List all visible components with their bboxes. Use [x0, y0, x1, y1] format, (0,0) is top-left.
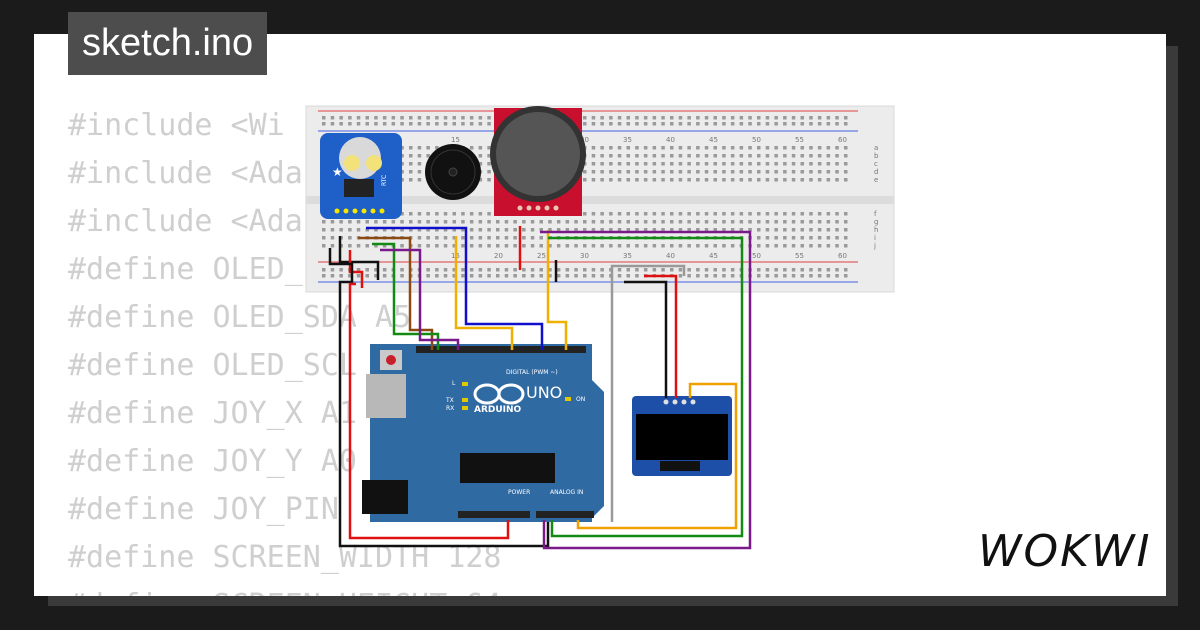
- breadboard-column-label: 25: [537, 252, 546, 260]
- rtc-label: RTC: [381, 175, 388, 186]
- breadboard-column-label: 50: [752, 252, 761, 260]
- breadboard-column-label: 15: [451, 136, 460, 144]
- digital-label: DIGITAL (PWM ~): [506, 369, 558, 376]
- breadboard-column-label: 40: [666, 136, 675, 144]
- breadboard-column-label: 20: [494, 252, 503, 260]
- breadboard-column-label: 60: [838, 136, 847, 144]
- power-label: POWER: [508, 489, 530, 496]
- breadboard-row-label: c: [874, 160, 878, 168]
- breadboard-row-label: d: [874, 168, 878, 176]
- breadboard-column-label: 30: [580, 136, 589, 144]
- breadboard-row-label: b: [874, 152, 879, 160]
- breadboard-column-label: 55: [795, 136, 804, 144]
- breadboard-column-label: 45: [709, 136, 718, 144]
- breadboard-column-label: 50: [752, 136, 761, 144]
- code-line: #define JOY_PIN: [68, 492, 339, 527]
- tx-led-label: TX: [445, 397, 454, 404]
- code-line: #define JOY_Y A0: [68, 444, 357, 479]
- l-led-label: L: [452, 380, 456, 387]
- rtc-module[interactable]: ★ RTC: [320, 133, 402, 219]
- svg-text:★: ★: [332, 165, 343, 179]
- code-background: #include <Wi #include <Ada #include <Ada…: [68, 102, 501, 596]
- on-led-label: ON: [576, 396, 585, 403]
- wires: [328, 226, 752, 550]
- breadboard-column-label: 35: [623, 136, 632, 144]
- code-line: #define OLED_: [68, 252, 303, 287]
- joystick-module[interactable]: [490, 106, 586, 216]
- breadboard-row-label: g: [874, 218, 878, 226]
- breadboard-column-label: 55: [795, 252, 804, 260]
- breadboard-column-label: 35: [623, 252, 632, 260]
- analog-label: ANALOG IN: [550, 489, 583, 496]
- arduino-brand: ARDUINO: [474, 405, 522, 415]
- code-line: #define SCREEN_WIDTH 128: [68, 540, 502, 575]
- breadboard-column-label: 40: [666, 252, 675, 260]
- oled-display[interactable]: [632, 396, 732, 476]
- sketch-filename-tab[interactable]: sketch.ino: [68, 12, 268, 75]
- arduino-model: UNO: [526, 383, 562, 402]
- code-line: #include <Ada: [68, 204, 303, 239]
- breadboard-row-label: j: [873, 242, 876, 250]
- breadboard-row-label: h: [874, 226, 878, 234]
- arduino-uno-board[interactable]: UNO ARDUINO DIGITAL (PWM ~) POWER ANALOG…: [362, 344, 604, 522]
- rx-led-label: RX: [446, 405, 454, 412]
- breadboard-column-label: 45: [709, 252, 718, 260]
- breadboard-column-label: 30: [580, 252, 589, 260]
- code-line: #define SCREEN_HEIGHT 64: [68, 588, 501, 596]
- code-line: #include <Wi: [68, 108, 285, 143]
- breadboard-row-label: i: [874, 234, 876, 242]
- breadboard-row-label: f: [874, 210, 877, 218]
- buzzer[interactable]: [425, 144, 481, 200]
- breadboard-column-label: 60: [838, 252, 847, 260]
- code-line: #define OLED_SCL: [68, 348, 357, 383]
- code-line: #define JOY_X A1: [68, 396, 357, 431]
- breadboard-row-label: a: [874, 144, 878, 152]
- wokwi-logo: WOKWI: [978, 526, 1152, 577]
- breadboard-row-label: e: [874, 176, 878, 184]
- code-line: #include <Ada: [68, 156, 303, 191]
